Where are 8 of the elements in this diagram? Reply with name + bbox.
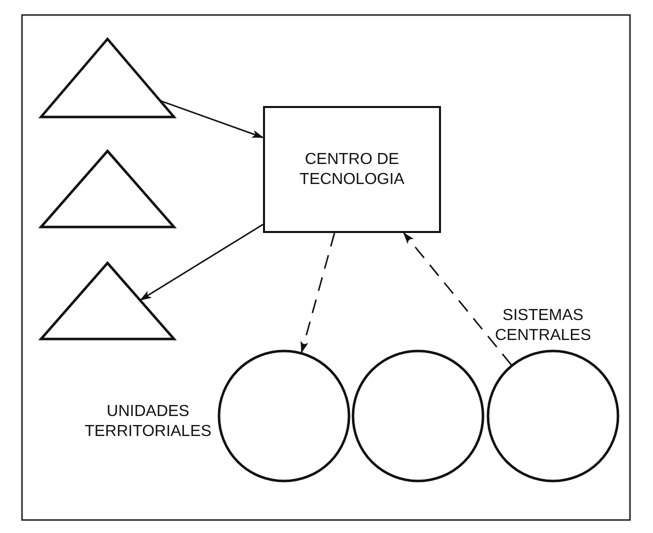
arrow <box>300 232 336 354</box>
group-label: SISTEMAS CENTRALES <box>494 306 592 346</box>
group-label: UNIDADES TERRITORIALES <box>84 402 212 442</box>
box-label: CENTRO DE TECNOLOGIA <box>298 150 406 189</box>
process-box <box>263 106 441 233</box>
arrow <box>403 232 512 366</box>
arrow <box>160 100 264 138</box>
arrow <box>140 224 264 301</box>
